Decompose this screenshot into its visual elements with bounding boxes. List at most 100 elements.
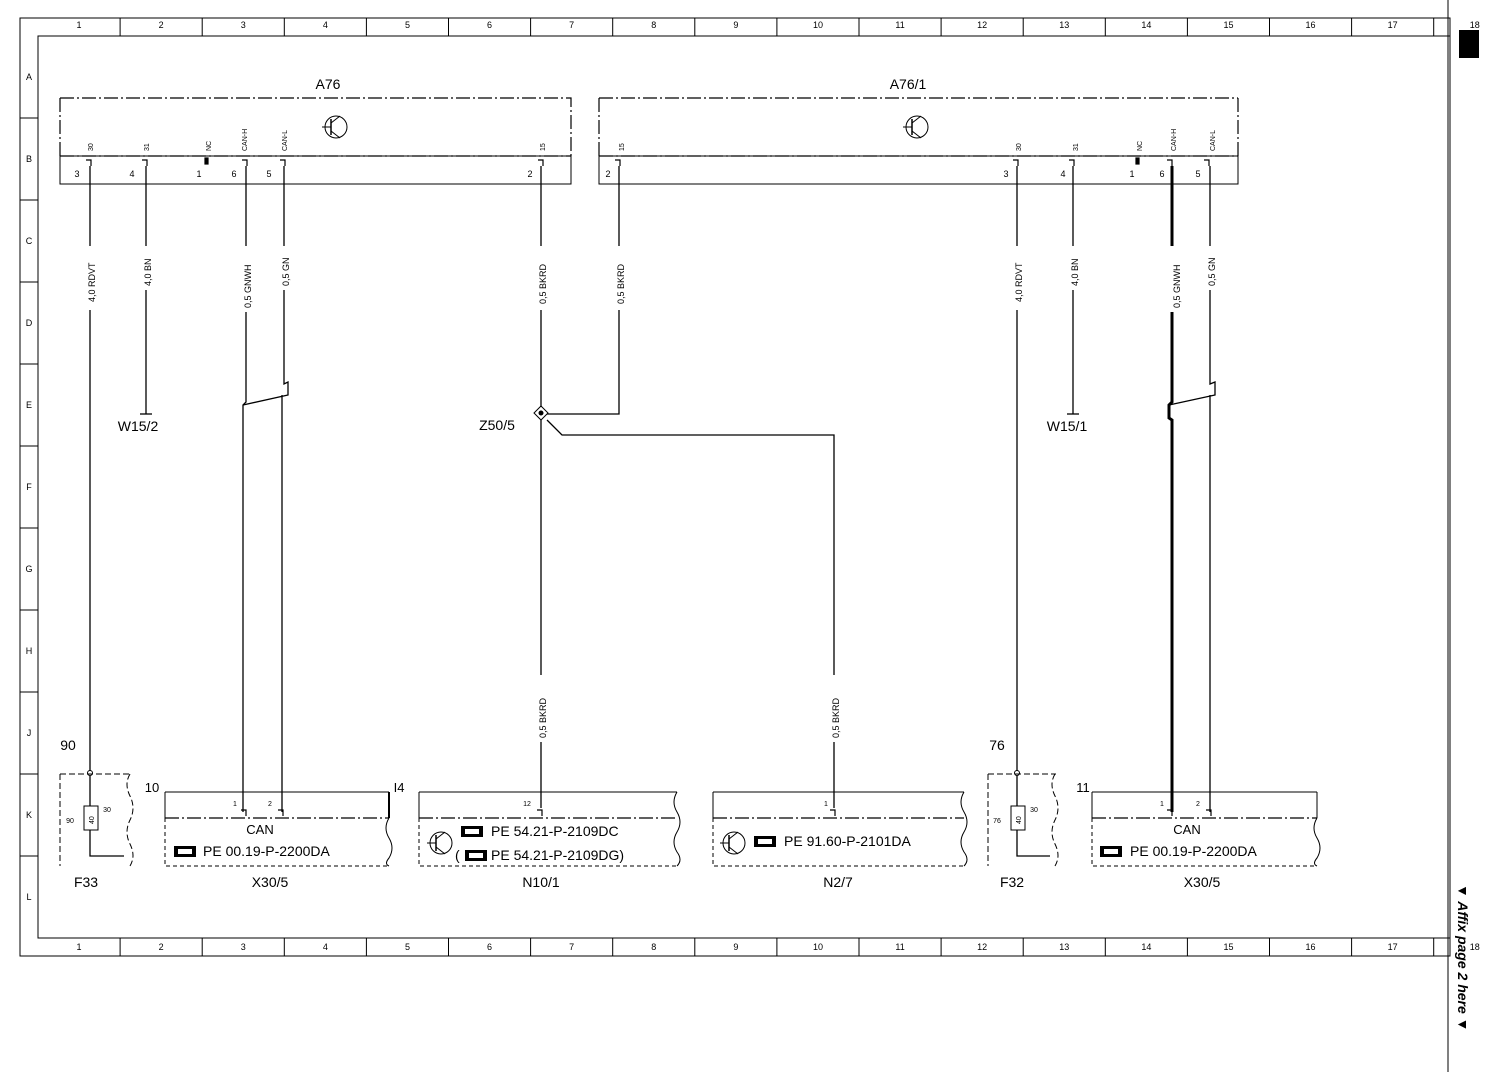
column-number: 9 <box>733 942 738 952</box>
transistor-icon <box>427 831 453 855</box>
column-number: 1 <box>77 942 82 952</box>
column-number: 11 <box>895 942 904 952</box>
inner-frame <box>37 35 1451 939</box>
column-number: 3 <box>241 942 246 952</box>
row-letter: L <box>26 892 31 902</box>
column-number: 8 <box>651 20 656 30</box>
column-number: 11 <box>895 20 904 30</box>
pin-number: 2 <box>268 801 272 808</box>
f33-pin-a: 90 <box>66 818 74 825</box>
f32-fuse-rating: 40 <box>1016 816 1023 824</box>
column-number: 10 <box>813 942 823 952</box>
column-number: 4 <box>323 942 328 952</box>
a76-connector-strip <box>59 155 572 185</box>
a76-pin-number: 6 <box>231 169 236 179</box>
fuse-icon <box>1010 805 1026 831</box>
column-number: 13 <box>1059 942 1069 952</box>
wire-gnwh-a76 <box>242 166 247 812</box>
column-number: 2 <box>159 942 164 952</box>
column-number: 4 <box>323 20 328 30</box>
column-grid: 1122334455667788991010111112121313141415… <box>77 18 1480 956</box>
reference-text: PE 91.60-P-2101DA <box>784 833 912 849</box>
wire-gnwh-a76-1 <box>1167 166 1174 812</box>
row-letter: J <box>27 728 32 738</box>
column-number: 18 <box>1470 20 1480 30</box>
wire-label: 0,5 BKRD <box>538 697 548 738</box>
column-number: 15 <box>1223 942 1233 952</box>
reference-text: PE 00.19-P-2200DA <box>203 843 331 859</box>
transistor-icon <box>322 115 348 139</box>
a76-pin-name: CAN-L <box>282 130 289 151</box>
transistor-icon <box>903 115 929 139</box>
column-number: 2 <box>159 20 164 30</box>
reference-hand-icon <box>174 846 196 857</box>
a76-1-pin-number: 4 <box>1060 169 1065 179</box>
reference-hand-icon <box>754 836 776 847</box>
f32-terminal <box>1014 770 1020 776</box>
f32-boundary <box>987 773 1059 867</box>
affix-note: ▼ Affix page 2 here ▼ <box>1455 884 1471 1032</box>
column-number: 16 <box>1306 20 1316 30</box>
column-number: 5 <box>405 20 410 30</box>
a76-1-pin-name: 30 <box>1016 143 1023 151</box>
pin-number: 12 <box>523 801 531 808</box>
a76-pin-number: 4 <box>129 169 134 179</box>
a76-pin-number: 5 <box>266 169 271 179</box>
a76-1-connector-strip <box>598 155 1239 185</box>
a76-label: A76 <box>316 76 341 92</box>
wire-label: 0,5 BKRD <box>831 697 841 738</box>
row-letter: K <box>26 810 32 820</box>
a76-pin-name: 15 <box>540 143 547 151</box>
pin-number: 1 <box>1160 801 1164 808</box>
column-number: 16 <box>1306 942 1316 952</box>
column-number: 10 <box>813 20 823 30</box>
w15-2-label: W15/2 <box>118 418 159 434</box>
wire-label: 0,5 GNWH <box>243 264 253 308</box>
a76-pin-name: NC <box>206 141 213 151</box>
f33-pin-b: 30 <box>103 807 111 814</box>
f32-pin-b: 30 <box>1030 807 1038 814</box>
row-letter: G <box>25 564 32 574</box>
a76-1-pin-name: NC <box>1137 141 1144 151</box>
f33-fuse-rating: 40 <box>89 816 96 824</box>
a76-boundary <box>60 97 572 156</box>
a76-1-pin-number: 3 <box>1003 169 1008 179</box>
reference-text: PE 54.21-P-2109DG) <box>491 847 624 863</box>
x30-5-left-corner: I4 <box>394 780 405 795</box>
column-number: 17 <box>1388 20 1398 30</box>
column-number: 15 <box>1223 20 1233 30</box>
page-marker <box>1459 30 1479 58</box>
column-number: 14 <box>1141 942 1151 952</box>
column-number: 3 <box>241 20 246 30</box>
a76-1-pin-name: 15 <box>619 143 626 151</box>
column-number: 17 <box>1388 942 1398 952</box>
a76-pin-name: 31 <box>144 143 151 151</box>
a76-1-label: A76/1 <box>890 76 927 92</box>
column-number: 7 <box>569 20 574 30</box>
column-number: 7 <box>569 942 574 952</box>
reference-paren: ( <box>455 847 460 863</box>
can-label: CAN <box>246 822 273 837</box>
column-number: 1 <box>77 20 82 30</box>
a76-1-pin-number: 1 <box>1129 169 1134 179</box>
x30-5-left-label: X30/5 <box>252 874 289 890</box>
wire-label: 4,0 RDVT <box>1014 262 1024 302</box>
reference-text: PE 54.21-P-2109DC <box>491 823 619 839</box>
column-number: 12 <box>977 20 987 30</box>
row-letter: C <box>26 236 33 246</box>
can-label: CAN <box>1173 822 1200 837</box>
column-number: 6 <box>487 942 492 952</box>
column-number: 6 <box>487 20 492 30</box>
f33-node: 90 <box>60 737 76 753</box>
a76-pin-stubs <box>86 157 544 166</box>
wire-label: 0,5 BKRD <box>616 263 626 304</box>
a76-pin-number: 1 <box>196 169 201 179</box>
wire-label: 0,5 GNWH <box>1172 264 1182 308</box>
outer-frame <box>19 17 1451 957</box>
reference-hand-icon <box>1100 846 1122 857</box>
w15-1-label: W15/1 <box>1047 418 1088 434</box>
wire-gn-a76 <box>242 166 289 812</box>
a76-1-pin-number: 6 <box>1159 169 1164 179</box>
a76-pin-number: 3 <box>74 169 79 179</box>
wire-gn-a76-1 <box>1168 166 1216 812</box>
